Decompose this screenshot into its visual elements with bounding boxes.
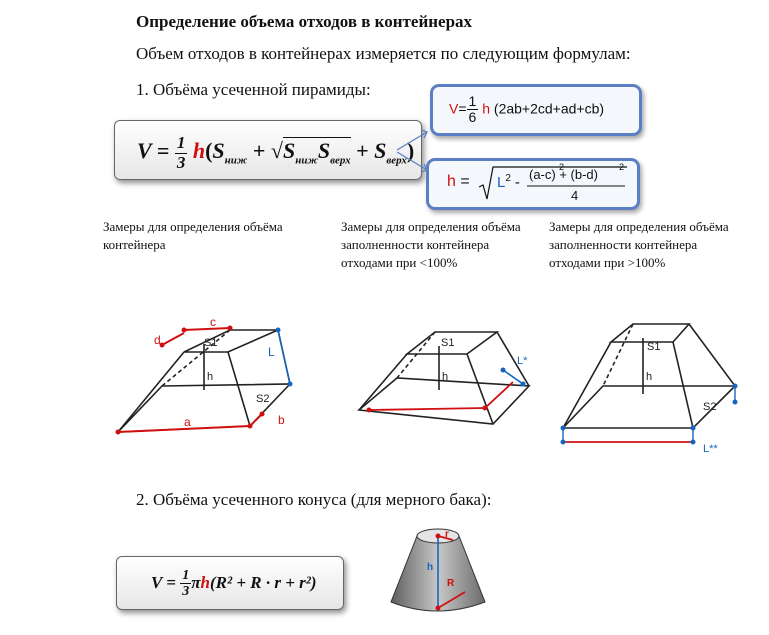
label-c: c (210, 315, 216, 329)
pyramid-diagram-less: L* S1 h (357, 331, 531, 425)
label-S1-b: S1 (441, 337, 454, 349)
height-formula-box: h = L2- (a-c) + (b-d) 2 2 4 (426, 158, 640, 210)
label-d: d (154, 333, 161, 347)
label-h-c: h (646, 371, 652, 383)
label-r: r (445, 529, 449, 540)
label-L-star: L* (517, 355, 528, 367)
label-S1: S1 (204, 337, 217, 349)
label-S1-c: S1 (647, 341, 660, 353)
intro-text: Объем отходов в контейнерах измеряется п… (136, 44, 631, 63)
section-cone-heading: 2. Объёма усеченного конуса (для мерного… (136, 490, 492, 509)
label-h-b: h (442, 371, 448, 383)
label-a: a (184, 415, 191, 429)
pyramid-diagram-full: c d L a b S1 S2 h (115, 315, 293, 435)
label-S2-c: S2 (703, 401, 716, 413)
label-h: h (207, 371, 213, 383)
sqrt-sign (479, 166, 627, 200)
label-h-cone: h (427, 562, 433, 573)
label-L: L (268, 345, 275, 359)
page-title: Определение объема отходов в контейнерах (136, 12, 473, 31)
height-numerator: (a-c) + (b-d) (529, 167, 598, 182)
arrows-to-formulas (396, 129, 428, 173)
caption-container-volume: Замеры для определения объёма контейнера (103, 219, 283, 252)
label-L-star-star: L** (703, 443, 718, 455)
label-R: R (447, 578, 455, 589)
section-pyramid-heading: 1. Объёма усеченной пирамиды: (136, 80, 371, 99)
cone-diagram: r h R (390, 528, 486, 612)
label-b: b (278, 413, 285, 427)
caption-fill-more: Замеры для определения объёма заполненно… (549, 219, 729, 270)
pyramid-diagram-more: L** S1 S2 h (560, 323, 738, 455)
label-S2: S2 (256, 393, 269, 405)
caption-fill-less: Замеры для определения объёма заполненно… (341, 219, 521, 270)
